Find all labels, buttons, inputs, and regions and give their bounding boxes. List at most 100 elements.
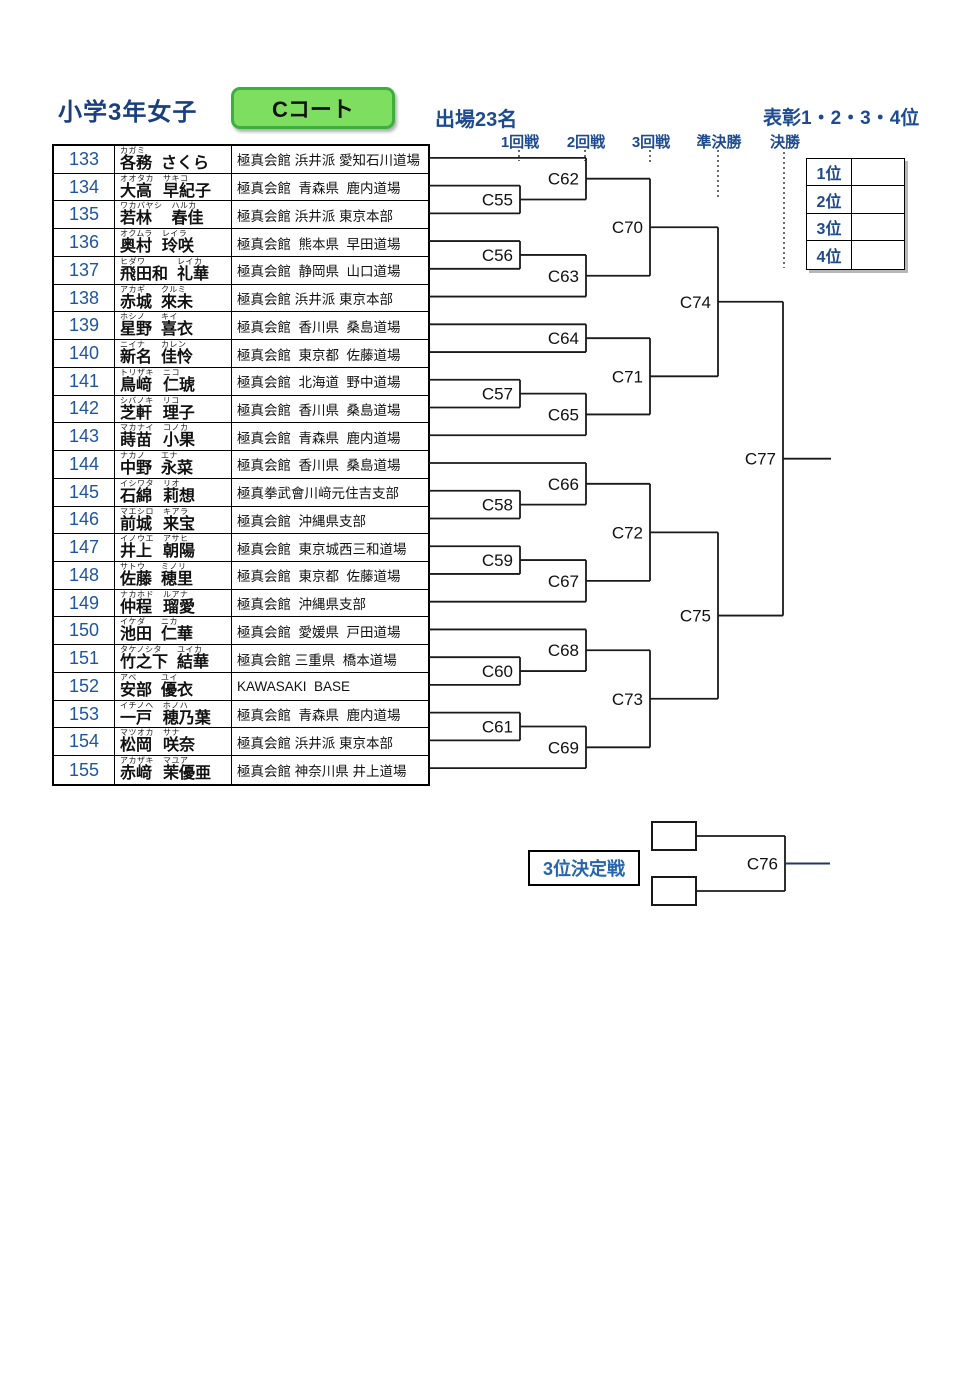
entry-dojo: 極真会館 沖縄県支部 (237, 513, 367, 529)
entry-name: ヒダワ飛田和レイカ礼華 (115, 256, 232, 284)
entry-number: 138 (54, 284, 115, 312)
entry-number: 133 (54, 146, 115, 173)
entry-name: ナカノ中野エナ永菜 (115, 451, 232, 478)
entry-name: アベ安部ユイ優衣 (115, 672, 232, 700)
entry-number: 149 (54, 589, 115, 617)
entry-dojo: 極真会館 熊本県 早田道場 (237, 236, 401, 252)
entry-dojo: 極真会館 青森県 鹿内道場 (237, 708, 401, 724)
entry-number: 152 (54, 672, 115, 700)
match-label-C61: C61 (482, 718, 513, 737)
entry-number: 142 (54, 395, 115, 423)
entry-number: 145 (54, 478, 115, 506)
entry-dojo: 極真会館 北海道 野中道場 (237, 375, 401, 391)
round-label: 決勝 (769, 134, 801, 151)
match-label-C77: C77 (745, 450, 776, 469)
entry-name: シバノキ芝軒リコ理子 (115, 395, 232, 423)
entry-name: ナカホド仲程ルアナ瑠愛 (115, 589, 232, 617)
entry-name: マカナイ蒔苗コノカ小果 (115, 423, 232, 451)
entry-number: 141 (54, 367, 115, 395)
entry-name: ホシノ星野キイ喜衣 (115, 312, 232, 340)
entry-dojo: 極真会館 東京都 佐藤道場 (237, 569, 401, 585)
match-label-C73: C73 (612, 690, 643, 709)
match-label-C66: C66 (548, 475, 579, 494)
entry-name: オオタカ大高サキコ早紀子 (115, 173, 232, 201)
award-rank-label: 4位 (807, 241, 852, 269)
entry-dojo: 極真会館 香川県 桑島道場 (237, 458, 401, 474)
entry-name: イチノヘ一戸ホノハ穂乃葉 (115, 700, 232, 728)
award-winner-cell (852, 186, 904, 212)
entry-dojo: 極真会館 東京都 佐藤道場 (237, 347, 401, 363)
page-title: 小学3年女子 (58, 99, 198, 126)
award-rank-label: 3位 (807, 213, 852, 241)
entry-dojo: 極真会館 神奈川県 井上道場 (237, 764, 407, 780)
court-badge: Cコート (231, 87, 395, 129)
round-label: 3回戦 (631, 134, 671, 151)
award-winner-cell (852, 214, 904, 240)
placeholder-box (651, 876, 697, 906)
round-label: 準決勝 (696, 134, 742, 151)
entry-number: 148 (54, 562, 115, 589)
entry-number: 135 (54, 201, 115, 229)
entry-name: ニイナ新名カレン佳怜 (115, 340, 232, 367)
match-label-C65: C65 (548, 405, 579, 424)
match-label-C69: C69 (548, 738, 579, 757)
award-winner-cell (852, 241, 904, 268)
entry-dojo: KAWASAKI BASE (237, 678, 351, 694)
match-label-C60: C60 (482, 662, 513, 681)
entry-number: 150 (54, 617, 115, 645)
entry-dojo: 極真会館 三重県 橋本道場 (237, 652, 397, 668)
entry-dojo: 極真会館 青森県 鹿内道場 (237, 181, 401, 197)
entry-dojo: 極真会館 香川県 桑島道場 (237, 319, 401, 335)
entry-name: マツオカ松岡サナ咲奈 (115, 728, 232, 756)
entry-name: イノウエ井上アサヒ朝陽 (115, 534, 232, 562)
round-label: 1回戦 (500, 134, 540, 151)
entry-name: ワカバヤシ若林ハルカ春佳 (115, 201, 232, 229)
entry-number: 140 (54, 340, 115, 367)
participants-count: 出場23名 (435, 109, 518, 131)
entry-number: 134 (54, 173, 115, 201)
entry-dojo: 極真会館 静岡県 山口道場 (237, 264, 401, 280)
entry-name: オクムラ奥村レイラ玲咲 (115, 229, 232, 256)
entry-dojo: 極真会館 香川県 桑島道場 (237, 402, 401, 418)
award-row: 1位 (807, 159, 904, 187)
match-label-C67: C67 (548, 572, 579, 591)
entry-dojo: 極真会館 東京城西三和道場 (237, 541, 407, 557)
match-label-C63: C63 (548, 267, 579, 286)
match-label-C55: C55 (482, 190, 513, 209)
match-label-C57: C57 (482, 385, 513, 404)
entry-number: 139 (54, 312, 115, 340)
entry-number: 143 (54, 423, 115, 451)
entry-dojo: 極真会館 浜井派 東京本部 (237, 735, 394, 751)
entry-name: サトウ佐藤ミノリ穂里 (115, 562, 232, 589)
match-label-C70: C70 (612, 218, 643, 237)
entry-number: 147 (54, 534, 115, 562)
award-row: 2位 (807, 186, 904, 214)
entry-name: カガミ各務さくら (115, 146, 232, 173)
entry-number: 137 (54, 256, 115, 284)
entry-number: 146 (54, 506, 115, 534)
entry-number: 151 (54, 645, 115, 672)
entry-name: マエシロ前城キアラ来宝 (115, 506, 232, 534)
